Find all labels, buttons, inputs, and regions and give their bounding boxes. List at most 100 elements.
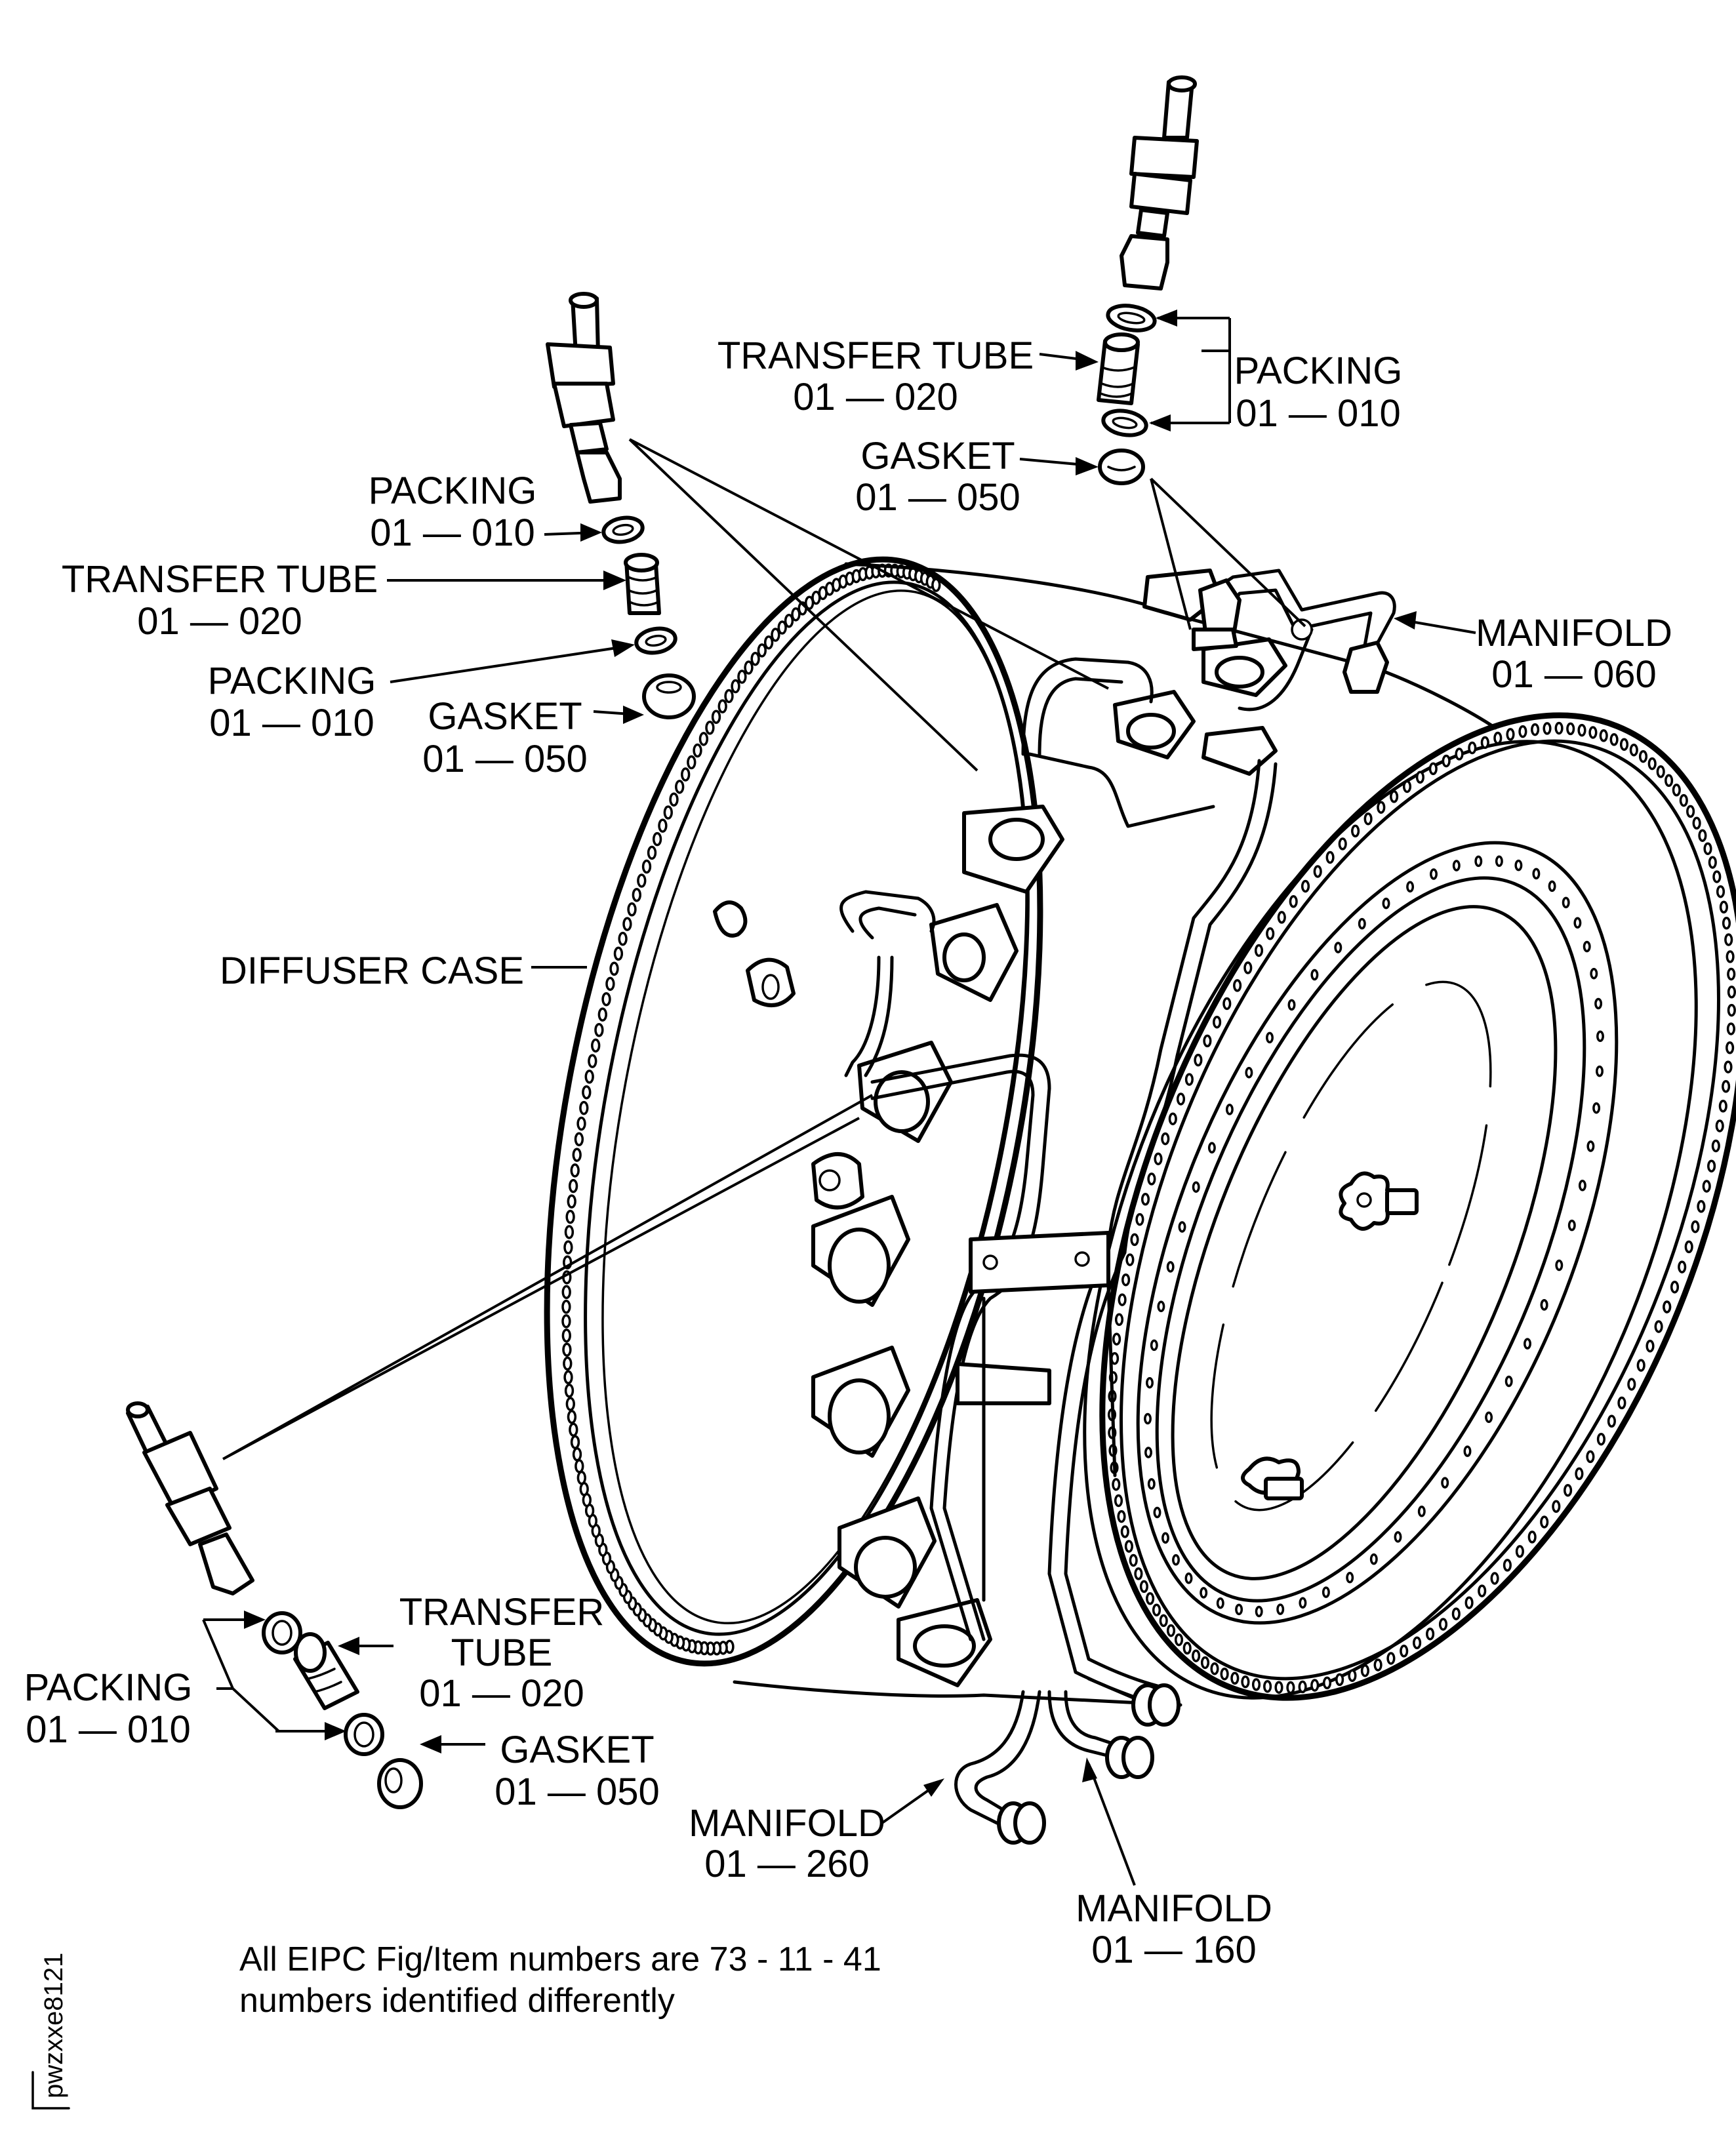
inner-boss-upper [1339, 1171, 1419, 1231]
bolt-hole [777, 620, 787, 635]
bolt-hole [1159, 1614, 1168, 1628]
fuel-nozzle-top-center [1120, 75, 1199, 290]
bolt-hole [1144, 1447, 1152, 1458]
bolt-hole [1360, 1664, 1369, 1677]
label-transfer-tube-top-left-number: 01 — 020 [137, 600, 302, 643]
bolt-hole [1299, 1597, 1307, 1609]
label-gasket-top-center-number: 01 — 050 [855, 476, 1020, 519]
bolt-hole [1413, 1636, 1422, 1650]
bolt-hole [563, 1240, 573, 1254]
bolt-hole [1338, 837, 1347, 851]
label-manifold-060-number: 01 — 060 [1491, 653, 1657, 696]
bolt-hole [1310, 1679, 1320, 1692]
bolt-hole [565, 1397, 575, 1411]
bolt-hole [1213, 1015, 1222, 1029]
bolt-hole [1194, 1053, 1203, 1067]
bolt-hole [1711, 1139, 1720, 1153]
bolt-hole [1254, 944, 1264, 957]
bolt-hole [1722, 917, 1731, 930]
bolt-hole [579, 1100, 589, 1115]
bolt-hole [1514, 859, 1523, 871]
bolt-hole [1166, 1261, 1175, 1273]
bolt-hole [1415, 771, 1424, 784]
bolt-hole [1245, 1066, 1253, 1079]
bolt-hole [1428, 762, 1438, 776]
bolt-hole [564, 1384, 575, 1398]
bolt-hole [744, 660, 754, 675]
label-gasket-bottom-left: GASKET [500, 1729, 654, 1771]
bolt-hole [763, 635, 774, 650]
gasket-top-left [642, 673, 696, 719]
label-packing-bottom-left-number: 01 — 010 [26, 1708, 191, 1751]
bolt-hole [1172, 1554, 1180, 1566]
bolt-hole [1141, 1193, 1150, 1206]
bolt-hole [1548, 880, 1556, 892]
bolt-hole [1146, 1592, 1155, 1605]
rear-flange-bolt-holes [1107, 721, 1736, 1694]
bolt-hole [1573, 917, 1582, 929]
bolt-hole [1150, 1339, 1158, 1352]
bolt-hole [574, 1132, 584, 1147]
bolt-hole [1129, 1553, 1138, 1567]
bolt-hole [576, 1470, 586, 1485]
bolt-hole [1325, 851, 1335, 864]
label-transfer-tube-bottom-left-line2: TUBE [451, 1632, 553, 1674]
bolt-hole [1679, 793, 1688, 807]
bolt-hole [1134, 1567, 1143, 1580]
bolt-hole [1192, 1649, 1201, 1662]
bolt-hole [1478, 1584, 1487, 1597]
bolt-hole [1703, 842, 1712, 855]
bolt-hole [1442, 754, 1451, 768]
label-manifold-060: MANIFOLD [1476, 612, 1672, 654]
bolt-hole [1121, 1273, 1131, 1287]
bolt-hole [1596, 1030, 1604, 1043]
bolt-hole [1619, 738, 1629, 751]
bolt-hole [1586, 1450, 1595, 1464]
bolt-hole [1527, 1531, 1537, 1544]
bolt-hole [575, 1459, 584, 1473]
bolt-hole [641, 859, 652, 874]
bolt-hole [1152, 1603, 1161, 1616]
bolt-hole [1562, 896, 1570, 909]
bolt-hole [1686, 805, 1695, 818]
bolt-hole [1363, 812, 1373, 826]
bolt-hole [1636, 1359, 1645, 1372]
inner-bore [1171, 905, 1558, 1580]
bolt-hole [1266, 1031, 1274, 1044]
packing-bottom-left-lower [344, 1713, 384, 1756]
bolt-hole [1485, 1411, 1493, 1424]
bolt-hole [1588, 726, 1598, 739]
bolt-hole [931, 578, 941, 592]
bolt-hole [1575, 1467, 1584, 1481]
gasket-bottom-left [377, 1758, 423, 1809]
bolt-hole [622, 917, 632, 931]
bolt-hole [1174, 1633, 1184, 1647]
labels: TRANSFER TUBE 01 — 020 PACKING 01 — 010 … [24, 334, 1672, 2110]
label-gasket-top-left-number: 01 — 050 [422, 738, 588, 780]
packing-bottom-left-upper [262, 1611, 302, 1654]
bolt-hole [562, 1342, 572, 1357]
bolt-hole [1125, 1253, 1135, 1266]
bolt-hole [597, 1007, 607, 1022]
bolt-hole [1351, 824, 1360, 838]
diffuser-case [544, 556, 1736, 1845]
bolt-hole [1594, 997, 1603, 1010]
bolt-hole [1722, 1080, 1731, 1093]
manifold-outlets [954, 1677, 1181, 1845]
bolt-hole [1718, 1100, 1727, 1113]
bolt-hole [1609, 733, 1619, 746]
bolt-hole [1670, 1280, 1680, 1294]
bolt-hole [711, 710, 721, 724]
bolt-hole [1386, 1652, 1396, 1665]
bolt-hole [1654, 1320, 1663, 1333]
bolt-hole [632, 887, 641, 902]
bolt-hole [669, 792, 679, 807]
bolt-hole [1233, 979, 1242, 992]
bolt-hole [1554, 721, 1564, 735]
bolt-hole [1515, 1545, 1524, 1558]
bolt-hole [561, 1285, 571, 1300]
bolt-hole [1712, 870, 1722, 883]
bolt-hole [675, 780, 685, 794]
inner-wall-arc [1210, 980, 1492, 1512]
transfer-tube-top-center [1097, 332, 1140, 405]
